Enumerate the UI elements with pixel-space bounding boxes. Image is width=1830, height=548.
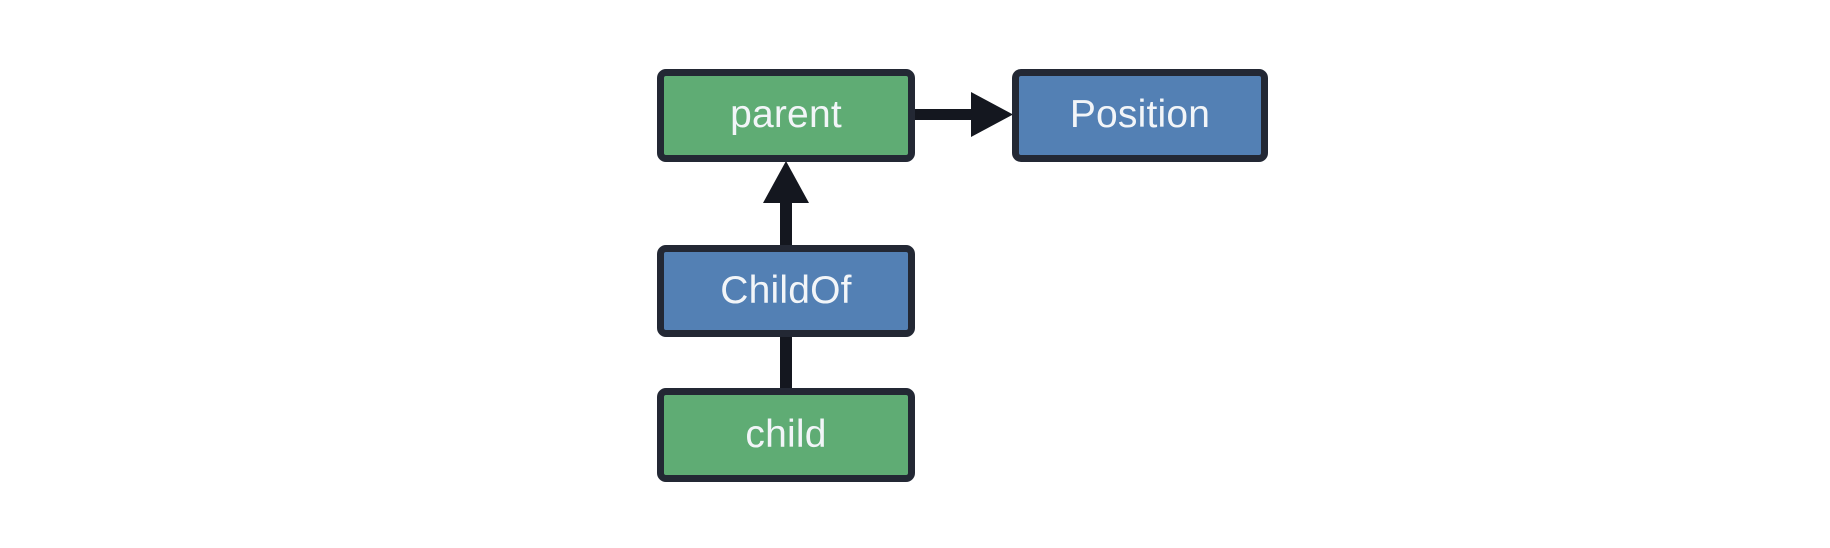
edge-child-to-childof-line [780,337,792,389]
node-position-label: Position [1069,93,1211,136]
edge-childof-to-parent-arrow [763,161,809,246]
node-position[interactable]: Position [1012,69,1268,162]
node-child-label: child [745,412,827,456]
node-parent[interactable]: parent [657,69,915,162]
edge-parent-to-position [913,92,1014,138]
edge-parent-to-position-arrow [913,92,1013,137]
node-childof-label: ChildOf [720,268,852,312]
edge-childof-to-parent [762,160,810,246]
edge-child-to-childof [778,337,794,389]
node-child[interactable]: child [657,388,915,482]
node-parent-label: parent [730,93,842,136]
node-childof[interactable]: ChildOf [657,245,915,337]
